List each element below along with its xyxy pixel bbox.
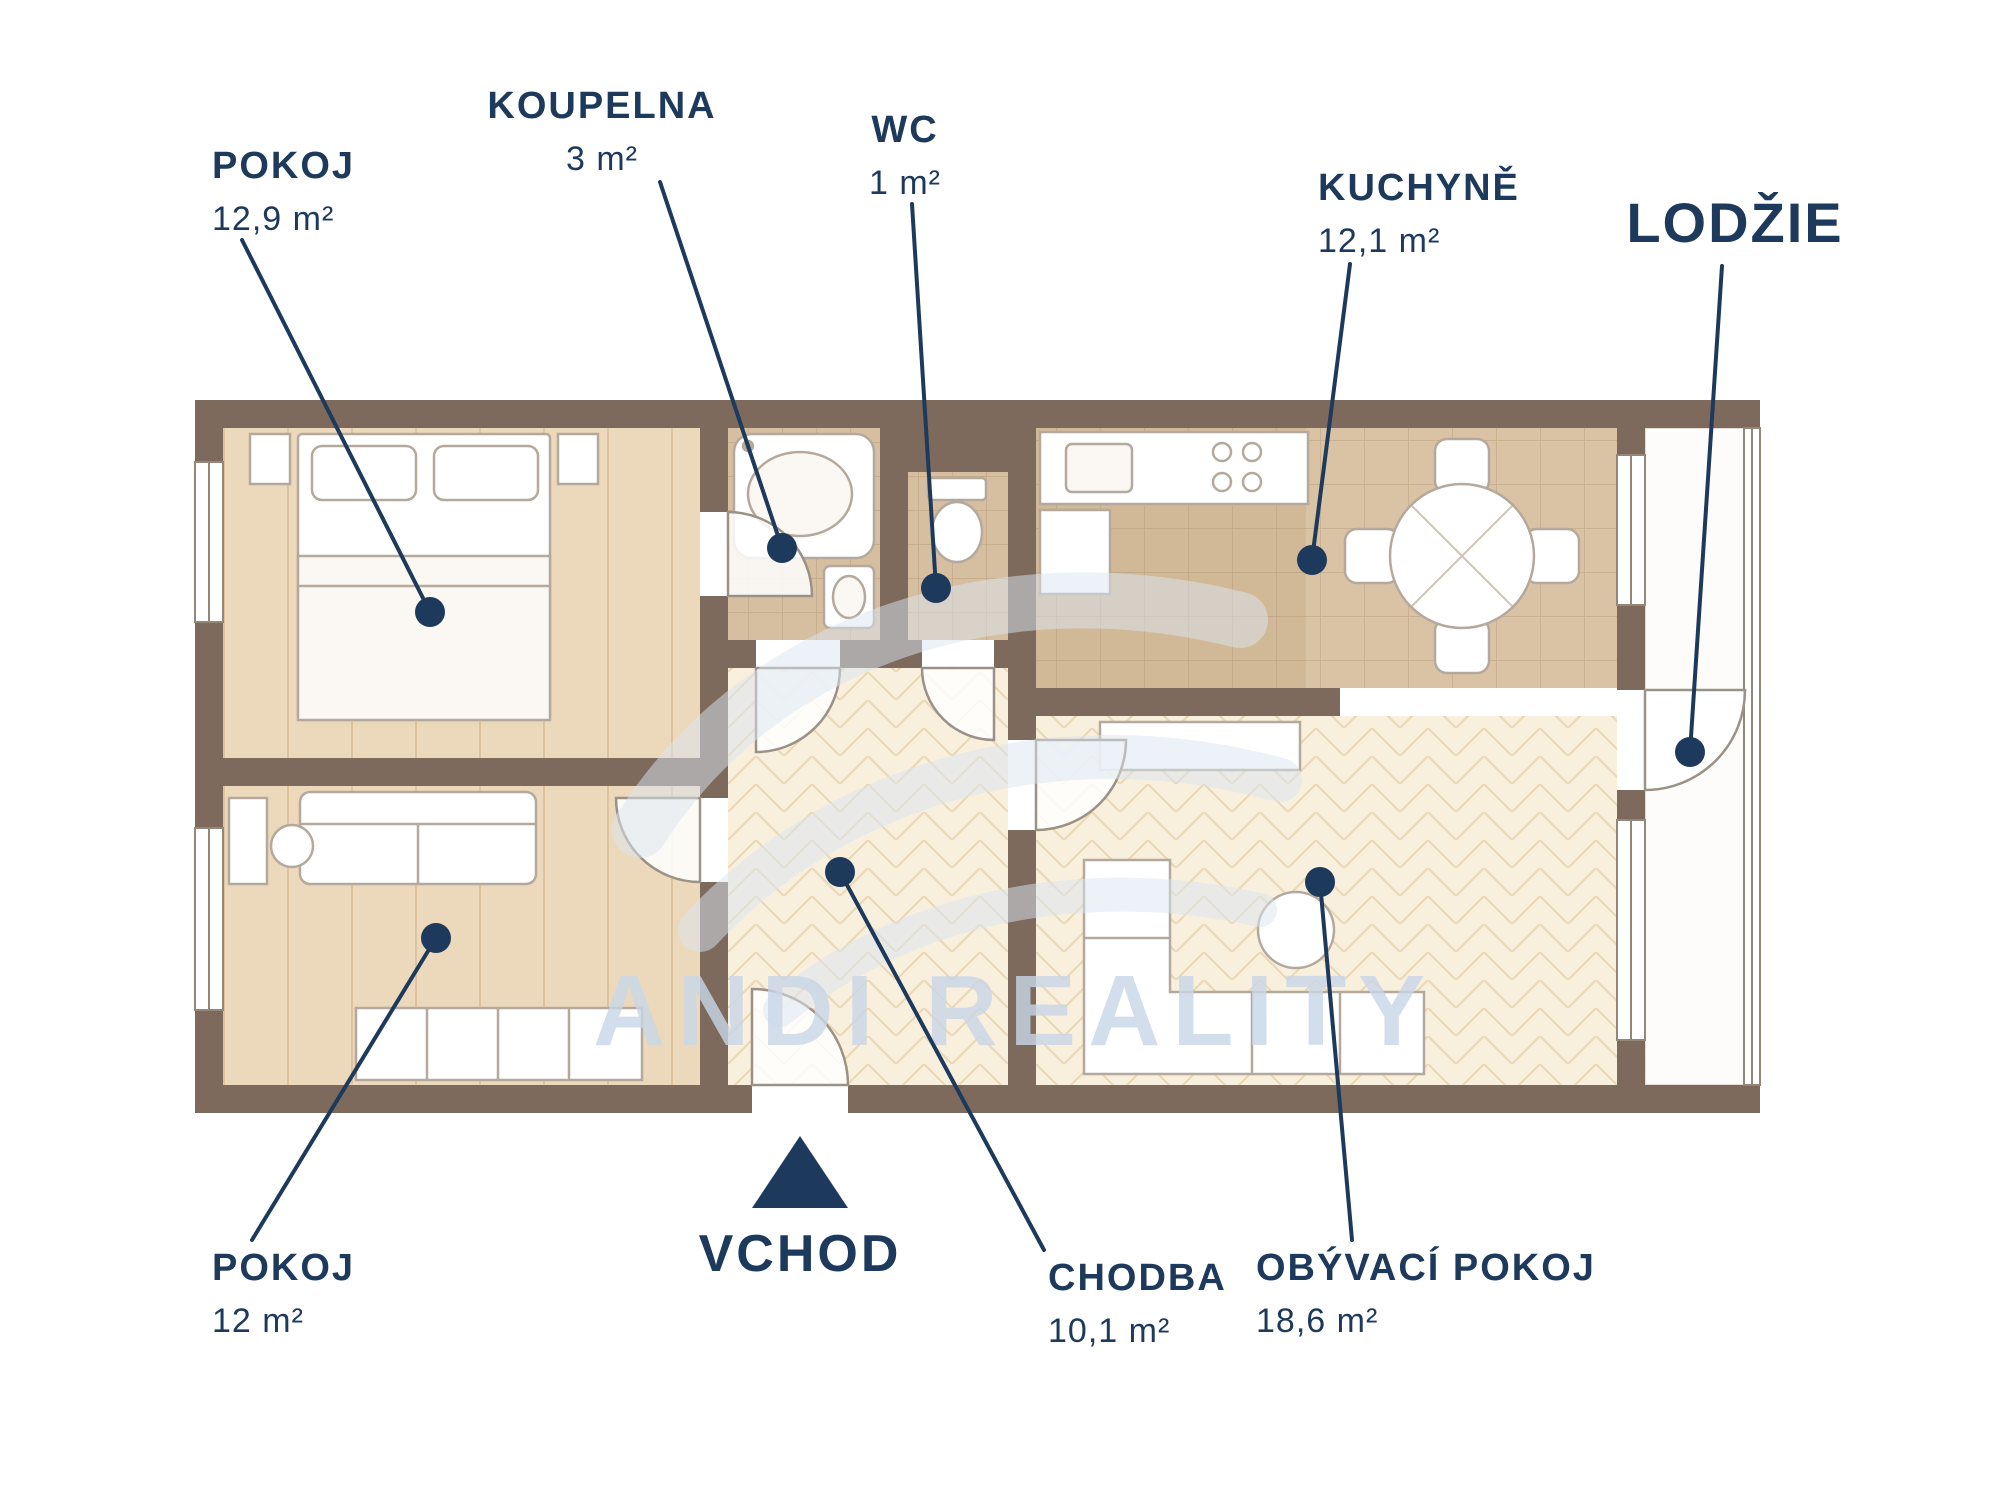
entrance-arrow-icon (752, 1136, 848, 1208)
windows (194, 427, 1761, 1086)
room-name: LODŽIE (1626, 191, 1844, 254)
coffee-table (1256, 890, 1336, 970)
wc-marker-dot (921, 573, 951, 603)
room-label-hallway: CHODBA 10,1 m² (1048, 1257, 1227, 1351)
bedroom-1-marker-dot (415, 597, 445, 627)
bathroom-marker-dot (767, 533, 797, 563)
room-name: POKOJ (212, 145, 356, 187)
toilet (926, 476, 988, 564)
wc-door (920, 666, 996, 742)
room-name: KUCHYNĚ (1318, 167, 1520, 209)
bedroom-2-marker-dot (421, 923, 451, 953)
room-label-bathroom: KOUPELNA 3 m² (487, 85, 717, 179)
kitchen-marker-dot (1297, 545, 1327, 575)
room-label-wc: WC 1 m² (869, 109, 941, 203)
hallway-marker-dot (825, 857, 855, 887)
living-room-marker-dot (1305, 867, 1335, 897)
room-label-living-room: OBÝVACÍ POKOJ 18,6 m² (1256, 1247, 1596, 1341)
room-area: 10,1 m² (1048, 1311, 1171, 1350)
room-area: 3 m² (565, 139, 638, 178)
kitchen-counter (1038, 430, 1310, 506)
sofa-small (298, 790, 538, 886)
room-name: WC (871, 109, 939, 151)
entrance-text: VCHOD (698, 1225, 902, 1283)
room-label-loggia: LODŽIE (1626, 192, 1843, 254)
room-label-kitchen: KUCHYNĚ 12,1 m² (1318, 167, 1520, 261)
loggia-marker-dot (1675, 737, 1705, 767)
watermark-text: ANDI REALITY (593, 955, 1437, 1067)
desk-and-chair (227, 796, 315, 886)
room-name: CHODBA (1048, 1257, 1227, 1299)
entrance-label: VCHOD (698, 1225, 902, 1283)
room-label-bedroom-2: POKOJ 12 m² (212, 1247, 356, 1341)
room-area: 12 m² (212, 1301, 304, 1340)
room-area: 12,1 m² (1318, 221, 1441, 260)
room-name: KOUPELNA (487, 85, 717, 127)
walls (195, 400, 1760, 1113)
room-name: OBÝVACÍ POKOJ (1256, 1247, 1596, 1289)
room-area: 18,6 m² (1256, 1301, 1379, 1340)
bed (248, 432, 600, 722)
room-label-bedroom-1: POKOJ 12,9 m² (212, 145, 356, 239)
wardrobe (354, 1006, 644, 1082)
leader-lines (240, 180, 1724, 1252)
furniture (227, 430, 1581, 1082)
room-area: 1 m² (869, 163, 941, 202)
watermark-logo-icon (612, 572, 1302, 1027)
room-marker-dots (415, 533, 1705, 953)
dining-table (1343, 437, 1581, 675)
room-area: 12,9 m² (212, 199, 335, 238)
room-name: POKOJ (212, 1247, 356, 1289)
corner-sofa (1082, 858, 1426, 1076)
